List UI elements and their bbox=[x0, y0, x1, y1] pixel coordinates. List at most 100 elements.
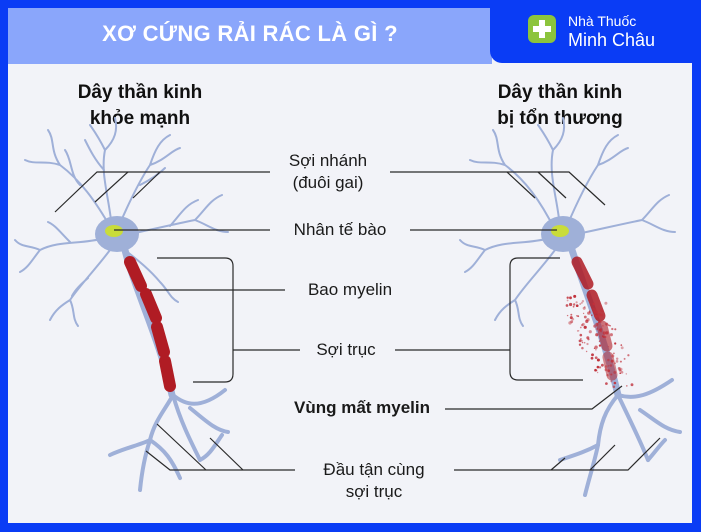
label-myelin: Bao myelin bbox=[307, 280, 393, 299]
debris-particle bbox=[612, 385, 616, 388]
brand-name-line2: Minh Châu bbox=[568, 30, 656, 50]
debris-particle bbox=[585, 319, 589, 324]
debris-particle bbox=[600, 313, 604, 317]
debris-particle bbox=[619, 360, 622, 363]
leader-demyelinated bbox=[445, 385, 623, 410]
debris-particle bbox=[605, 322, 609, 326]
debris-particle bbox=[615, 360, 619, 363]
debris-particle bbox=[596, 358, 600, 362]
debris-particle bbox=[599, 321, 602, 323]
debris-particle bbox=[604, 301, 608, 305]
debris-particle bbox=[585, 350, 588, 353]
debris-particle bbox=[614, 328, 617, 331]
damaged-neuron bbox=[459, 117, 682, 497]
debris-particle bbox=[613, 352, 615, 355]
debris-particle bbox=[620, 370, 624, 374]
debris-particle bbox=[595, 349, 597, 351]
debris-particle bbox=[565, 304, 569, 307]
label-dendrites-line2: (đuôi gai) bbox=[292, 173, 364, 192]
debris-particle bbox=[575, 304, 579, 308]
debris-particle bbox=[598, 344, 602, 347]
debris-particle bbox=[609, 325, 611, 327]
debris-particle bbox=[598, 320, 601, 323]
label-demyelinated-zone: Vùng mất myelin bbox=[293, 398, 431, 417]
debris-particle bbox=[582, 312, 585, 315]
debris-particle bbox=[598, 366, 602, 369]
brand-logo bbox=[490, 0, 701, 63]
healthy-neuron-title: Dây thần kinh khỏe mạnh bbox=[40, 80, 240, 132]
debris-particle bbox=[578, 343, 582, 346]
page-title: XƠ CỨNG RẢI RÁC LÀ GÌ ? bbox=[102, 21, 398, 46]
debris-particle bbox=[602, 335, 605, 339]
debris-particle bbox=[620, 346, 624, 350]
damaged-dendrites bbox=[459, 117, 676, 327]
leader-terminal-left-3 bbox=[209, 437, 244, 471]
debris-particle bbox=[596, 365, 600, 369]
debris-particle bbox=[595, 315, 598, 318]
leader-terminal-left-2 bbox=[156, 423, 207, 471]
myelin-debris bbox=[565, 294, 634, 388]
label-axon-terminal: Đầu tận cùng sợi trục bbox=[296, 459, 452, 503]
debris-particle bbox=[566, 299, 569, 302]
debris-particle bbox=[583, 341, 586, 344]
label-nucleus: Nhân tế bào bbox=[293, 220, 387, 239]
debris-particle bbox=[598, 340, 601, 342]
debris-particle bbox=[566, 314, 569, 317]
debris-particle bbox=[596, 371, 599, 374]
healthy-title-line2: khỏe mạnh bbox=[89, 108, 191, 129]
debris-particle bbox=[611, 354, 615, 358]
debris-particle bbox=[581, 346, 584, 350]
debris-particle bbox=[594, 345, 598, 349]
debris-particle bbox=[591, 314, 593, 316]
debris-particle bbox=[607, 369, 611, 373]
debris-particle bbox=[579, 326, 582, 329]
debris-particle bbox=[625, 385, 628, 387]
debris-particle bbox=[627, 354, 630, 357]
debris-particle bbox=[577, 329, 580, 332]
debris-particle bbox=[595, 327, 599, 331]
debris-particle bbox=[580, 338, 582, 340]
debris-particle bbox=[580, 323, 584, 327]
debris-particle bbox=[604, 365, 608, 369]
leader-dendrites-left-1 bbox=[54, 171, 270, 213]
debris-particle bbox=[586, 342, 589, 346]
leader-dendrites-right-2 bbox=[506, 171, 536, 199]
debris-particle bbox=[588, 310, 591, 312]
leader-lines bbox=[54, 171, 661, 471]
debris-particle bbox=[578, 339, 582, 343]
debris-particle bbox=[610, 373, 613, 376]
debris-particle bbox=[594, 356, 598, 360]
debris-particle bbox=[583, 315, 587, 319]
leader-terminal-left-1 bbox=[145, 450, 295, 471]
debris-particle bbox=[614, 362, 616, 364]
damaged-axon-terminal bbox=[558, 378, 682, 497]
debris-particle bbox=[607, 324, 610, 327]
debris-particle bbox=[576, 330, 579, 332]
label-axon: Sợi trục bbox=[316, 340, 376, 359]
debris-particle bbox=[570, 313, 573, 316]
debris-particle bbox=[583, 325, 587, 329]
leader-dendrites-right-3 bbox=[537, 171, 567, 199]
debris-particle bbox=[613, 370, 617, 374]
debris-particle bbox=[572, 305, 575, 308]
leader-dendrites-left-3 bbox=[132, 171, 161, 199]
healthy-neuron bbox=[14, 117, 230, 492]
debris-particle bbox=[569, 296, 572, 300]
debris-particle bbox=[597, 317, 599, 319]
label-dendrites: Sợi nhánh (đuôi gai) bbox=[268, 150, 388, 194]
header-bar bbox=[8, 8, 492, 64]
debris-particle bbox=[587, 338, 590, 341]
debris-particle bbox=[600, 309, 604, 312]
debris-particle bbox=[593, 347, 596, 349]
leader-terminal-right-2 bbox=[550, 457, 566, 471]
debris-particle bbox=[593, 310, 596, 313]
damaged-nucleus bbox=[551, 225, 569, 237]
debris-particle bbox=[571, 317, 575, 321]
debris-particle bbox=[617, 366, 621, 370]
debris-particle bbox=[609, 364, 613, 367]
debris-particle bbox=[590, 356, 594, 360]
debris-particle bbox=[579, 303, 582, 305]
debris-particle bbox=[618, 368, 622, 372]
axon-bracket-right bbox=[509, 257, 583, 381]
debris-particle bbox=[595, 322, 599, 326]
